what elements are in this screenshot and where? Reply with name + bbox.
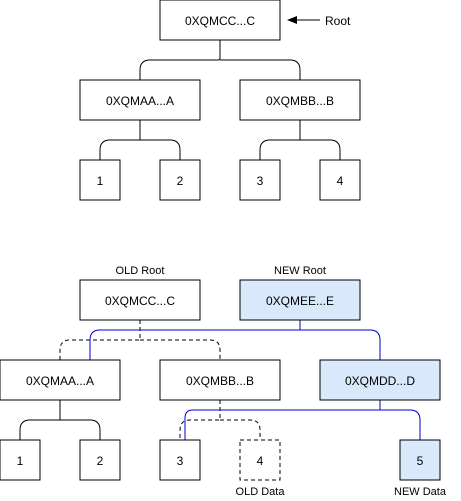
edge-a-to-leaves [99,120,181,160]
top-node-b: 0XQMBB...B [239,79,361,121]
bottom-leaf-4-label: 4 [257,454,264,468]
bottom-leaf-3: 3 [159,439,201,481]
top-root-node: 0XQMCC...C [159,0,281,41]
top-leaf-4: 4 [319,159,361,201]
bottom-leaf-5-label: 5 [417,454,424,468]
top-leaf-1: 1 [79,159,121,201]
bottom-node-a: 0XQMAA...A [0,359,121,401]
top-leaf-3-label: 3 [257,174,264,188]
bottom-node-b: 0XQMBB...B [159,359,281,401]
bottom-leaf-1-label: 1 [17,454,24,468]
new-root-node: 0XQMEE...E [239,279,361,321]
bottom-tree: OLD Root NEW Root 0XQMCC...C 0XQMEE...E … [0,265,447,498]
edge-root-to-children [139,40,301,80]
bottom-leaf-2-label: 2 [97,454,104,468]
new-data-caption: NEW Data [394,486,447,498]
edge-d-to-leaves-blue [184,400,421,440]
old-data-caption: OLD Data [236,486,286,498]
new-root-caption: NEW Root [274,265,326,277]
root-pointer-label: Root [325,14,351,28]
top-node-b-label: 0XQMBB...B [266,94,334,108]
bottom-node-b-label: 0XQMBB...B [186,374,254,388]
top-root-label: 0XQMCC...C [185,14,255,28]
bottom-leaf-3-label: 3 [177,454,184,468]
new-root-label: 0XQMEE...E [266,294,334,308]
old-root-label: 0XQMCC...C [105,294,175,308]
top-node-a: 0XQMAA...A [79,79,201,121]
top-leaf-2: 2 [159,159,201,201]
edge-b-to-leaves [259,120,341,160]
edge-new-root-blue [89,320,381,360]
bottom-leaf-1: 1 [0,439,41,481]
bottom-leaf-5-new: 5 [399,439,441,481]
bottom-node-a-label: 0XQMAA...A [26,374,94,388]
top-node-a-label: 0XQMAA...A [106,94,174,108]
old-root-node: 0XQMCC...C [79,279,201,321]
top-leaf-2-label: 2 [177,174,184,188]
edge-bottom-a-to-leaves [19,400,101,440]
bottom-node-d-label: 0XQMDD...D [345,374,415,388]
bottom-leaf-4-old: 4 [239,439,281,481]
bottom-leaf-2: 2 [79,439,121,481]
edge-old-root-dashed [59,320,221,360]
top-leaf-1-label: 1 [97,174,104,188]
top-leaf-3: 3 [239,159,281,201]
edge-b-to-old-leaves-dashed [179,400,261,440]
top-leaf-4-label: 4 [337,174,344,188]
top-tree: Root 0XQMCC...C 0XQMAA...A 0XQMBB...B 1 … [79,0,361,201]
old-root-caption: OLD Root [116,265,165,277]
bottom-node-d: 0XQMDD...D [319,359,441,401]
